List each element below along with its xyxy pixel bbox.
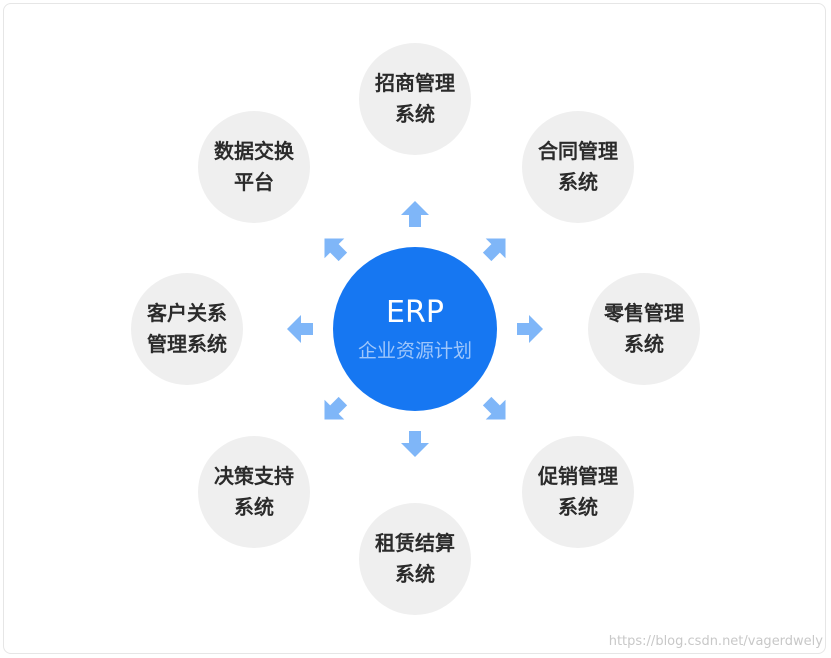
node-label-line1: 客户关系: [147, 301, 227, 325]
node-label-line2: 系统: [624, 332, 664, 356]
node-label-line2: 系统: [395, 562, 435, 586]
node-label-line2: 系统: [558, 495, 598, 519]
node-label-line1: 租赁结算: [375, 531, 455, 555]
node-customer-relationship: 客户关系 管理系统: [131, 273, 243, 385]
node-label-line1: 合同管理: [538, 139, 618, 163]
node-lease-settlement: 租赁结算 系统: [359, 503, 471, 615]
node-label-line2: 管理系统: [147, 332, 227, 356]
node-promotion-management: 促销管理 系统: [522, 436, 634, 548]
node-label-line2: 系统: [558, 170, 598, 194]
node-label-line2: 平台: [234, 170, 274, 194]
node-label-line2: 系统: [395, 102, 435, 126]
arrow-right-icon: [517, 315, 543, 343]
center-subtitle: 企业资源计划: [357, 340, 472, 362]
arrow-down-icon: [401, 431, 429, 457]
node-data-exchange: 数据交换 平台: [198, 111, 310, 223]
node-label-line1: 促销管理: [538, 464, 618, 488]
node-label-line1: 零售管理: [604, 301, 684, 325]
node-contract-management: 合同管理 系统: [522, 111, 634, 223]
node-decision-support: 决策支持 系统: [198, 436, 310, 548]
arrow-up-right-icon: [482, 238, 506, 262]
node-label-line1: 决策支持: [214, 464, 294, 488]
arrow-left-icon: [287, 315, 313, 343]
node-retail-management: 零售管理 系统: [588, 273, 700, 385]
arrow-up-icon: [401, 201, 429, 227]
watermark-url: https://blog.csdn.net/vagerdwely: [608, 634, 823, 649]
center-title: ERP: [386, 295, 444, 330]
node-merchant-management: 招商管理 系统: [359, 43, 471, 155]
node-label-line1: 招商管理: [375, 71, 455, 95]
erp-center-circle: ERP 企业资源计划: [333, 247, 497, 411]
arrow-up-left-icon: [324, 238, 348, 262]
arrow-down-left-icon: [324, 396, 348, 420]
arrow-down-right-icon: [482, 396, 506, 420]
node-label-line1: 数据交换: [214, 139, 294, 163]
node-label-line2: 系统: [234, 495, 274, 519]
